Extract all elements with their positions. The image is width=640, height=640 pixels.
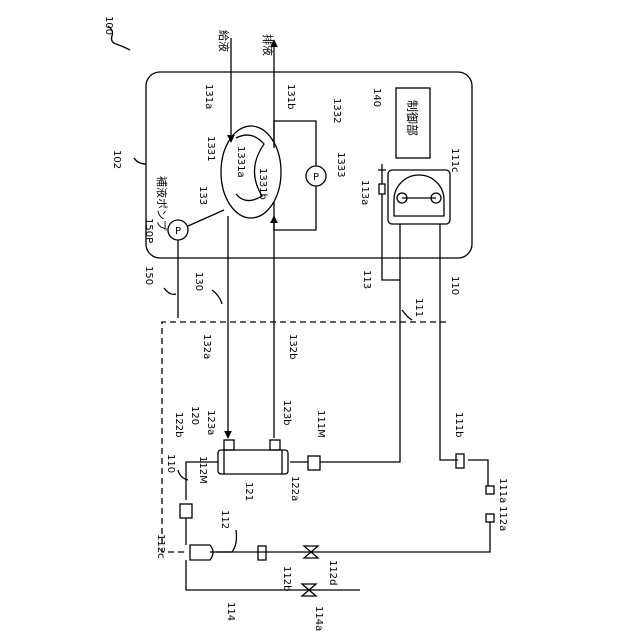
refill-pump-label: 補液ポンプ [155, 176, 169, 231]
connector-112a [486, 514, 494, 522]
ref-132b: 132b [287, 334, 298, 359]
syringe-113a [378, 164, 386, 194]
ref-110-top: 110 [449, 276, 460, 295]
ref-133: 133 [197, 186, 208, 205]
line-112 [210, 530, 237, 552]
ref-111b: 111b [453, 412, 464, 437]
connector-111b [456, 454, 464, 468]
dialyzer-121 [218, 450, 288, 474]
line-111b [468, 460, 488, 486]
ref-114: 114 [225, 602, 236, 621]
ref-131b: 131b [285, 84, 296, 109]
leader-111 [402, 310, 412, 320]
ref-1331: 1331 [205, 136, 216, 161]
ref-110-left: 110 [165, 454, 176, 473]
ref-123b: 123b [281, 400, 292, 425]
ref-113a: 113a [359, 180, 370, 205]
drain-label: 排液 [261, 34, 275, 56]
leader-102 [134, 158, 146, 164]
supply-label: 給液 [217, 30, 231, 52]
connector-111a [486, 486, 494, 494]
figure-number: 100 [103, 16, 114, 35]
ref-131a: 131a [203, 84, 214, 109]
roller-pump-rotor [394, 175, 444, 216]
drip-chamber-112c [190, 545, 213, 560]
sensor-111M [308, 456, 320, 470]
ref-132a: 132a [201, 334, 212, 359]
ref-114a: 114a [313, 606, 324, 631]
line-111-main [320, 280, 400, 462]
ref-1331a: 1331a [235, 146, 246, 178]
ref-111a: 111a [497, 478, 508, 503]
ref-112d: 112d [327, 560, 338, 585]
ref-130: 130 [193, 272, 204, 291]
pump-150P-label: P [175, 226, 181, 237]
ref-1333: 1333 [335, 152, 346, 177]
ref-140: 140 [371, 88, 382, 107]
refill-line [188, 210, 224, 226]
ref-112c: 112c [155, 534, 166, 559]
ref-122b: 122b [173, 412, 184, 437]
leader-150 [164, 288, 176, 294]
port-123b [270, 440, 280, 450]
line-112a [310, 522, 490, 552]
ref-120: 120 [189, 406, 200, 425]
ref-112b: 112b [281, 566, 292, 591]
ref-150: 150 [143, 266, 154, 285]
ref-112a: 112a [497, 506, 508, 531]
port-123a [224, 440, 234, 450]
sensor-112M [180, 504, 192, 518]
control-unit-label: 制御部 [405, 100, 420, 136]
ref-1331b: 1331b [257, 168, 268, 200]
chamber-1331 [221, 126, 281, 218]
ref-111M: 111M [315, 410, 326, 438]
ref-123a: 123a [205, 410, 216, 435]
pump-1333-label: P [313, 172, 319, 183]
ref-111: 111 [413, 298, 424, 317]
ref-150P: 150P [143, 218, 154, 243]
ref-112: 112 [219, 510, 230, 529]
leader-130 [212, 290, 222, 304]
connector-112b [258, 546, 266, 560]
ref-113: 113 [361, 270, 372, 289]
ref-112M: 112M [197, 456, 208, 484]
line-113 [382, 194, 400, 280]
ref-121: 121 [243, 482, 254, 501]
ref-1332: 1332 [331, 98, 342, 123]
ref-102: 102 [111, 150, 122, 169]
ref-111c: 111c [449, 148, 460, 173]
ref-122a: 122a [289, 476, 300, 501]
